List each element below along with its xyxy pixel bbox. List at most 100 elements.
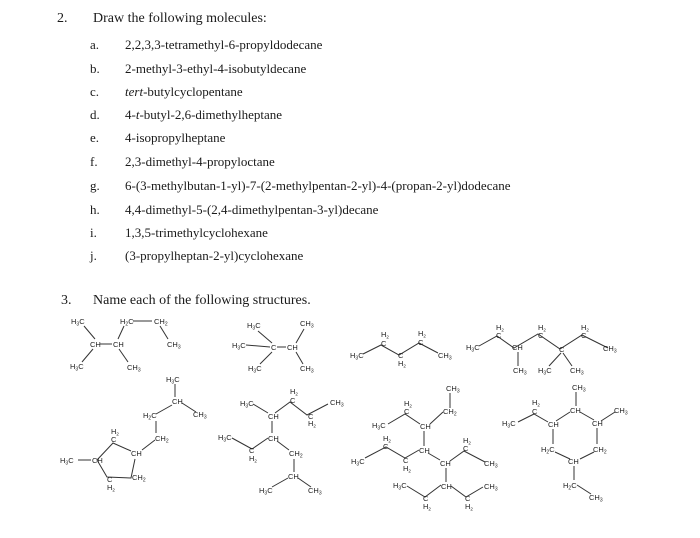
- svg-text:CH2: CH2: [154, 317, 168, 328]
- svg-text:CH3: CH3: [446, 384, 460, 395]
- svg-text:H2: H2: [107, 483, 115, 493]
- svg-text:CH: CH: [440, 459, 451, 468]
- svg-text:H3C: H3C: [259, 486, 273, 497]
- item-label: e.: [90, 130, 100, 145]
- structure-2: H3C CH3 H3C C CH H3C CH3: [232, 319, 314, 375]
- svg-text:H3C: H3C: [372, 421, 386, 432]
- italic-infix: t: [135, 107, 140, 122]
- item-text: 4,4-dimethyl-5-(2,4-dimethylpentan-3-yl)…: [125, 202, 379, 217]
- svg-text:H3C: H3C: [247, 321, 261, 332]
- svg-text:CH: CH: [420, 422, 431, 431]
- item-text-rest: -butyl-2,6-dimethylheptane: [139, 107, 283, 122]
- svg-text:H2: H2: [381, 330, 389, 340]
- item-text: 4-t-butyl-2,6-dimethylheptane: [125, 107, 282, 123]
- svg-text:CH3: CH3: [603, 344, 617, 355]
- svg-text:CH: CH: [512, 343, 523, 352]
- svg-text:CH3: CH3: [484, 482, 498, 493]
- svg-text:H3C: H3C: [350, 351, 364, 362]
- svg-text:C: C: [463, 444, 469, 453]
- svg-text:CH3: CH3: [167, 340, 181, 351]
- svg-text:H3C: H3C: [166, 375, 180, 386]
- svg-text:CH: CH: [172, 397, 183, 406]
- item-text: 1,3,5-trimethylcyclohexane: [125, 225, 268, 240]
- svg-text:C: C: [496, 331, 502, 340]
- item-text: 6-(3-methylbutan-1-yl)-7-(2-methylpentan…: [125, 178, 511, 193]
- svg-text:CH: CH: [288, 472, 299, 481]
- svg-text:C: C: [271, 343, 277, 352]
- item-label: b.: [90, 61, 100, 76]
- svg-text:CH2: CH2: [443, 407, 457, 418]
- svg-text:CH3: CH3: [513, 366, 527, 377]
- svg-text:CH: CH: [90, 340, 101, 349]
- svg-text:CH: CH: [92, 456, 103, 465]
- svg-text:C: C: [249, 446, 255, 455]
- svg-text:CH3: CH3: [300, 319, 314, 330]
- svg-text:CH3: CH3: [300, 364, 314, 375]
- svg-text:CH: CH: [113, 340, 124, 349]
- svg-text:CH: CH: [548, 420, 559, 429]
- svg-text:H2: H2: [463, 436, 471, 446]
- svg-text:H3C: H3C: [351, 457, 365, 468]
- svg-text:CH: CH: [131, 449, 142, 458]
- svg-text:H3C: H3C: [248, 364, 262, 375]
- svg-text:C: C: [418, 338, 424, 347]
- svg-text:H2C: H2C: [563, 481, 577, 492]
- item-text: 4-isopropylheptane: [125, 130, 226, 145]
- svg-text:C: C: [423, 494, 429, 503]
- svg-text:C: C: [404, 407, 410, 416]
- svg-text:H3C: H3C: [232, 341, 246, 352]
- svg-text:H2C: H2C: [541, 445, 555, 456]
- svg-text:H2: H2: [111, 427, 119, 437]
- item-label: h.: [90, 202, 100, 217]
- svg-text:H3C: H3C: [218, 433, 232, 444]
- svg-text:CH3: CH3: [438, 351, 452, 362]
- svg-text:CH: CH: [570, 406, 581, 415]
- svg-text:C: C: [398, 351, 404, 360]
- svg-text:CH3: CH3: [127, 363, 141, 374]
- svg-text:H2: H2: [249, 454, 257, 464]
- item-label: f.: [90, 154, 98, 169]
- svg-text:CH3: CH3: [570, 366, 584, 377]
- svg-text:C: C: [559, 345, 565, 354]
- item-text: 2,2,3,3-tetramethyl-6-propyldodecane: [125, 37, 323, 52]
- svg-text:CH3: CH3: [484, 459, 498, 470]
- svg-text:CH3: CH3: [308, 486, 322, 497]
- svg-text:H2: H2: [496, 323, 504, 333]
- svg-text:H2: H2: [465, 502, 473, 512]
- svg-text:H3C: H3C: [466, 343, 480, 354]
- svg-text:C: C: [532, 407, 538, 416]
- svg-text:CH: CH: [268, 412, 279, 421]
- svg-text:H3C: H3C: [502, 419, 516, 430]
- item-label: j.: [90, 248, 97, 263]
- svg-text:H2: H2: [532, 398, 540, 408]
- svg-text:C: C: [403, 456, 409, 465]
- svg-text:H2: H2: [398, 359, 406, 369]
- question-3-number: 3.: [61, 293, 72, 308]
- svg-text:C: C: [107, 475, 113, 484]
- svg-text:CH: CH: [592, 419, 603, 428]
- svg-text:H3C: H3C: [538, 366, 552, 377]
- svg-text:C: C: [383, 442, 389, 451]
- svg-text:CH: CH: [268, 434, 279, 443]
- structure-8: CH3 CH CH CH3 CH H2 C H3C H2C CH2 CH H2C…: [502, 383, 628, 504]
- svg-text:CH3: CH3: [614, 406, 628, 417]
- question-2-title: Draw the following molecules:: [93, 11, 267, 26]
- svg-text:CH: CH: [441, 482, 452, 491]
- italic-prefix: tert: [125, 84, 144, 99]
- svg-text:CH: CH: [419, 446, 430, 455]
- svg-text:C: C: [381, 339, 387, 348]
- svg-text:C: C: [538, 331, 544, 340]
- svg-text:CH2: CH2: [132, 473, 146, 484]
- structure-1: H3C H2C CH2 CH CH CH3 H3C CH3: [70, 317, 181, 374]
- svg-text:CH3: CH3: [589, 493, 603, 504]
- svg-text:H2C: H2C: [120, 317, 134, 328]
- svg-text:H2: H2: [423, 502, 431, 512]
- structure-3: H3C H2 C C H2 H2 C CH3: [350, 329, 452, 369]
- item-label: c.: [90, 84, 100, 99]
- item-text-rest: -butylcyclopentane: [143, 84, 243, 99]
- svg-text:CH2: CH2: [155, 434, 169, 445]
- item-label: d.: [90, 107, 100, 122]
- structure-6: H3C CH H2 C C H2 CH3 CH H3C C H2 CH2 CH …: [218, 387, 344, 497]
- svg-text:CH: CH: [568, 457, 579, 466]
- svg-text:H2: H2: [308, 419, 316, 429]
